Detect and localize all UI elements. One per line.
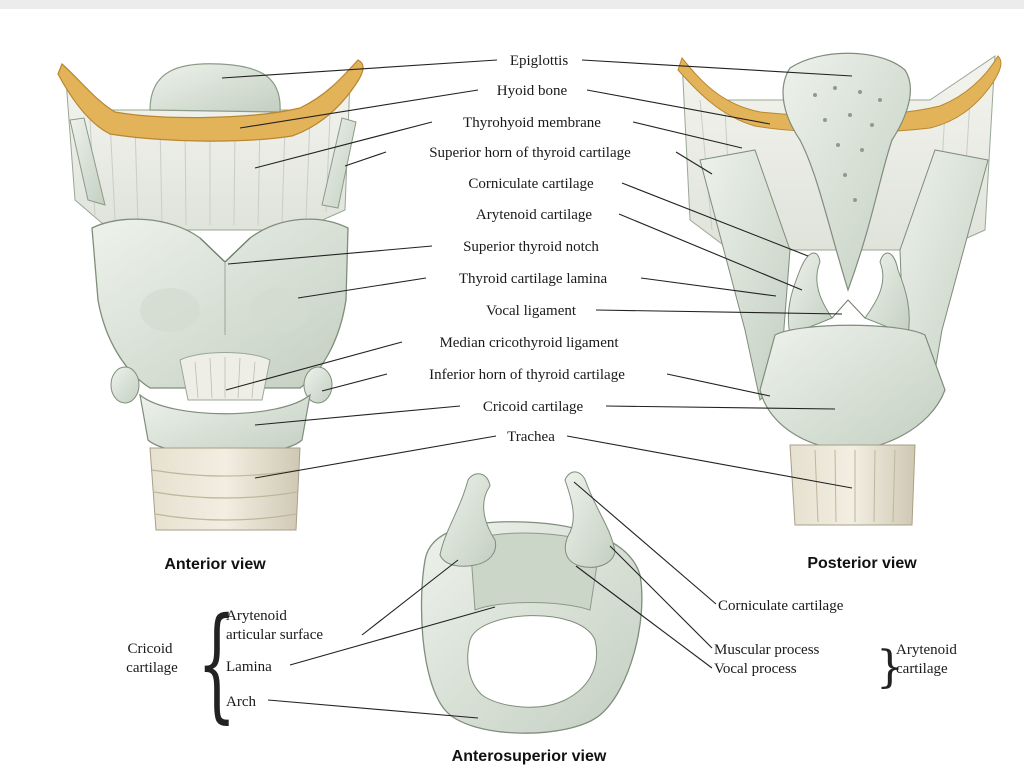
epiglottis-shape bbox=[149, 63, 281, 113]
label-trachea: Trachea bbox=[507, 429, 555, 445]
label-thyroid-cartilage-lamina: Thyroid cartilage lamina bbox=[459, 271, 608, 287]
cricoid-brace: { bbox=[197, 592, 236, 736]
anterior-view-illustration bbox=[57, 59, 364, 531]
posterior-arytenoid-left bbox=[787, 252, 833, 336]
center-label-column: Epiglottis Hyoid bone Thyrohyoid membran… bbox=[429, 53, 631, 445]
label-arytenoid-articular-line2: articular surface bbox=[226, 627, 323, 643]
label-cricoid-group-line1: Cricoid bbox=[128, 641, 173, 657]
leader-lines bbox=[221, 59, 853, 719]
label-epiglottis: Epiglottis bbox=[510, 53, 569, 69]
anterosuperior-arytenoid-right bbox=[564, 471, 616, 568]
arytenoid-parts-labels: Corniculate cartilage Muscular process V… bbox=[714, 598, 957, 693]
label-arytenoid-group-line2: cartilage bbox=[896, 661, 948, 677]
label-muscular-process: Muscular process bbox=[714, 642, 820, 658]
posterior-epiglottis-shape bbox=[782, 52, 911, 292]
posterior-trachea-shape bbox=[789, 444, 916, 526]
posterior-vocal-ligament bbox=[831, 299, 866, 319]
label-superior-horn: Superior horn of thyroid cartilage bbox=[429, 145, 631, 161]
label-cricoid-group-line2: cartilage bbox=[126, 660, 178, 676]
inferior-horn-right bbox=[303, 366, 333, 404]
label-superior-thyroid-notch: Superior thyroid notch bbox=[463, 239, 599, 255]
label-lamina: Lamina bbox=[226, 659, 272, 675]
caption-anterosuperior-view: Anterosuperior view bbox=[452, 748, 607, 765]
posterior-cricoid-shape bbox=[759, 324, 946, 451]
posterior-hyoid-shape bbox=[677, 55, 1002, 133]
arytenoid-brace: } bbox=[876, 642, 904, 693]
label-arytenoid-articular-line1: Arytenoid bbox=[226, 608, 287, 624]
label-vocal-ligament: Vocal ligament bbox=[486, 303, 577, 319]
anterosuperior-arytenoid-left bbox=[439, 473, 497, 567]
cricoid-cartilage-shape bbox=[139, 393, 311, 456]
caption-posterior-view: Posterior view bbox=[807, 555, 917, 572]
label-arytenoid-cartilage: Arytenoid cartilage bbox=[476, 207, 593, 223]
label-median-cricothyroid-ligament: Median cricothyroid ligament bbox=[439, 335, 619, 351]
label-cricoid-cartilage: Cricoid cartilage bbox=[483, 399, 584, 415]
superior-horn-left bbox=[69, 117, 106, 206]
cricoid-parts-labels: Cricoid cartilage { Arytenoid articular … bbox=[126, 592, 323, 736]
label-corniculate-cartilage: Corniculate cartilage bbox=[468, 176, 594, 192]
posterior-view-illustration bbox=[677, 52, 1002, 526]
anterosuperior-view-illustration bbox=[420, 471, 643, 734]
label-corniculate-cartilage-bottom: Corniculate cartilage bbox=[718, 598, 844, 614]
label-hyoid-bone: Hyoid bone bbox=[497, 83, 568, 99]
label-thyrohyoid-membrane: Thyrohyoid membrane bbox=[463, 115, 601, 131]
inferior-horn-left bbox=[110, 366, 140, 404]
posterior-arytenoid-right bbox=[864, 252, 910, 336]
label-inferior-horn: Inferior horn of thyroid cartilage bbox=[429, 367, 625, 383]
caption-anterior-view: Anterior view bbox=[164, 556, 266, 573]
top-bar bbox=[0, 0, 1024, 9]
cricoid-lumen bbox=[467, 615, 597, 708]
label-arytenoid-group-line1: Arytenoid bbox=[896, 642, 957, 658]
trachea-shape bbox=[149, 447, 301, 531]
label-arch: Arch bbox=[226, 694, 256, 710]
label-vocal-process: Vocal process bbox=[714, 661, 797, 677]
